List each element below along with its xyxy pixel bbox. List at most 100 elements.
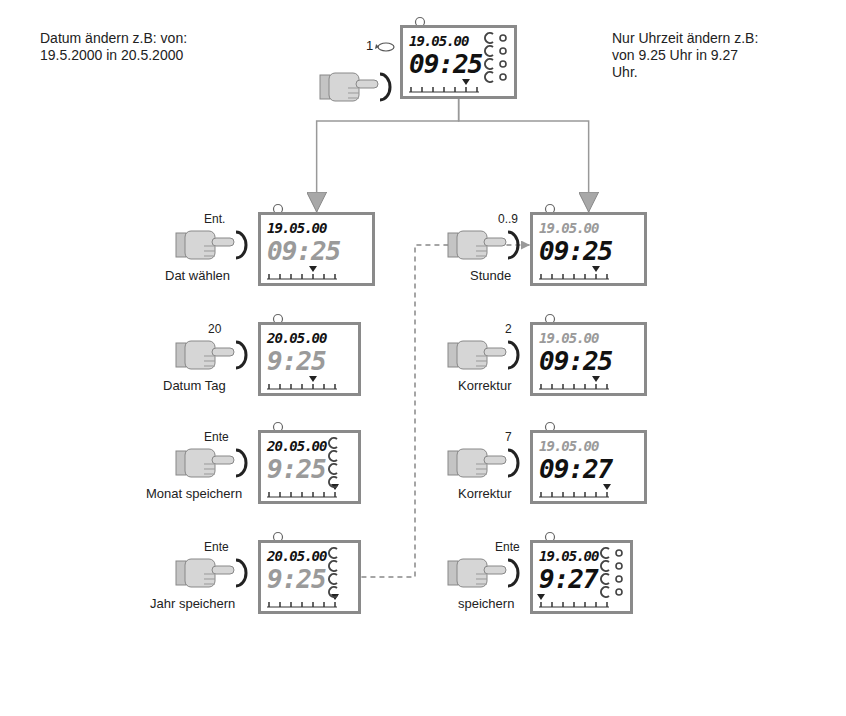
channel-symbol xyxy=(329,587,337,597)
lcd-display: 19.05.009:27 xyxy=(530,540,633,614)
lcd-time: 9:25 xyxy=(267,455,326,483)
key-label: 20 xyxy=(208,322,221,336)
day-tick xyxy=(443,87,445,92)
channel-symbol xyxy=(329,464,337,474)
day-tick xyxy=(301,274,303,279)
day-tick xyxy=(432,87,434,92)
flow-arrow xyxy=(317,99,459,212)
day-tick xyxy=(301,492,303,497)
pointing-hand xyxy=(448,449,518,477)
channel-symbol xyxy=(485,59,493,69)
hand-finger xyxy=(484,238,506,246)
day-tick xyxy=(301,602,303,607)
day-tick xyxy=(279,492,281,497)
key-label: 2 xyxy=(505,322,512,336)
key-label: 0..9 xyxy=(498,212,518,226)
finger-fold xyxy=(348,93,359,94)
day-tick xyxy=(279,384,281,389)
hand-finger xyxy=(212,456,234,464)
pointing-hand xyxy=(448,341,518,369)
channel-symbol xyxy=(329,561,337,571)
rotate-arrowhead xyxy=(375,44,379,49)
finger-fold xyxy=(476,256,487,257)
lcd-date: 19.05.00 xyxy=(539,329,612,347)
tick-base xyxy=(267,607,337,608)
push-button xyxy=(236,450,246,476)
press-count: 1 xyxy=(366,38,373,54)
finger-fold xyxy=(476,469,487,470)
finger-fold xyxy=(204,256,215,257)
day-tick xyxy=(606,274,608,279)
channel-state xyxy=(616,563,622,569)
day-tick xyxy=(595,492,597,497)
day-tick xyxy=(290,492,292,497)
day-tick xyxy=(573,492,575,497)
lcd-date: 19.05.00 xyxy=(539,437,612,455)
day-tick xyxy=(323,492,325,497)
day-tick xyxy=(562,492,564,497)
lcd-time: 09:25 xyxy=(539,347,612,375)
push-button xyxy=(236,560,246,586)
day-tick xyxy=(562,274,564,279)
day-tick xyxy=(334,274,336,279)
day-marker xyxy=(462,79,470,85)
channel-symbol xyxy=(329,477,337,487)
lcd-date: 20.05.00 xyxy=(267,547,326,565)
finger-fold xyxy=(204,474,215,475)
push-button xyxy=(508,560,518,586)
day-tick xyxy=(312,384,314,389)
day-tick xyxy=(584,602,586,607)
tick-base xyxy=(267,497,337,498)
day-tick xyxy=(410,87,412,92)
day-tick xyxy=(606,384,608,389)
channel-state xyxy=(500,74,506,80)
finger-fold xyxy=(476,251,487,252)
day-tick xyxy=(595,384,597,389)
channel-state xyxy=(500,48,506,54)
day-tick xyxy=(540,602,542,607)
pointing-hand xyxy=(320,73,390,101)
hand-palm xyxy=(329,73,359,101)
lcd-time: 09:25 xyxy=(539,237,612,265)
day-tick xyxy=(584,274,586,279)
channel-symbol xyxy=(601,574,609,584)
day-tick xyxy=(595,602,597,607)
step-caption: Korrektur xyxy=(458,378,511,394)
hand-palm xyxy=(457,341,487,369)
lcd-display: 19.05.0009:25 xyxy=(400,25,517,99)
finger-fold xyxy=(204,584,215,585)
day-tick xyxy=(421,87,423,92)
lcd-date: 20.05.00 xyxy=(267,329,326,347)
day-tick xyxy=(334,602,336,607)
push-button xyxy=(508,450,518,476)
day-tick xyxy=(540,384,542,389)
push-button xyxy=(236,232,246,258)
channel-symbol xyxy=(329,451,337,461)
tick-base xyxy=(267,279,337,280)
day-tick xyxy=(454,87,456,92)
finger-fold xyxy=(476,356,487,357)
finger-fold xyxy=(204,579,215,580)
day-marker xyxy=(592,266,600,272)
finger-fold xyxy=(204,246,215,247)
day-tick xyxy=(312,492,314,497)
channel-symbol xyxy=(601,561,609,571)
lcd-display: 19.05.0009:25 xyxy=(530,212,647,286)
day-tick xyxy=(562,384,564,389)
channel-state xyxy=(616,550,622,556)
finger-fold xyxy=(476,584,487,585)
key-label: 7 xyxy=(505,430,512,444)
day-tick xyxy=(312,274,314,279)
pointing-hand xyxy=(176,231,246,259)
day-tick xyxy=(551,492,553,497)
flow-arrow xyxy=(459,99,589,212)
lcd-date: 19.05.00 xyxy=(409,32,482,50)
lcd-date: 20.05.00 xyxy=(267,437,326,455)
hand-palm xyxy=(185,559,215,587)
day-tick xyxy=(606,602,608,607)
step-caption: Jahr speichern xyxy=(150,596,235,612)
finger-fold xyxy=(204,251,215,252)
key-label: Ente xyxy=(495,540,520,554)
